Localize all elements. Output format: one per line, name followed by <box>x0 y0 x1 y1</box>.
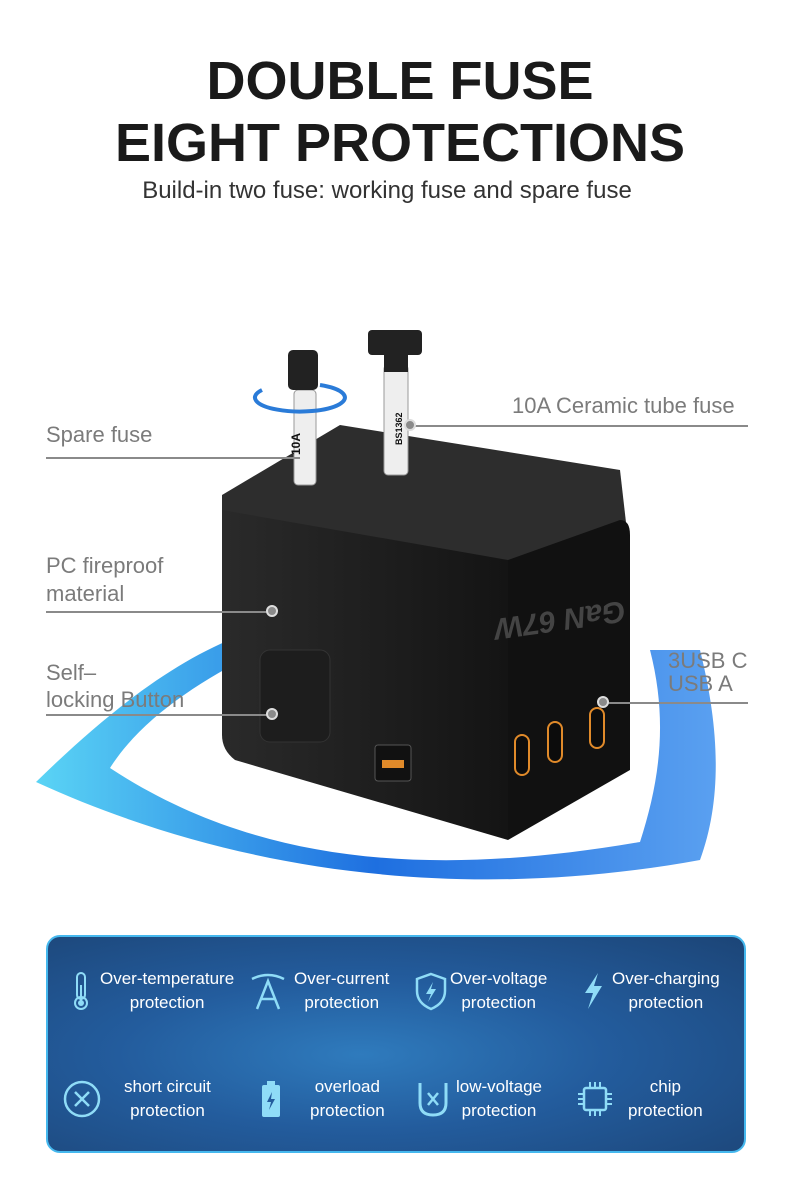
callout-line <box>410 425 748 427</box>
callout-self-line2: locking Button <box>46 687 185 712</box>
callout-usb-line1: 3USB C <box>668 648 748 673</box>
callout-ceramic-fuse: 10A Ceramic tube fuse <box>512 393 735 418</box>
callout-line <box>46 611 275 613</box>
callout-dot <box>404 419 416 431</box>
callout-spare-fuse: Spare fuse <box>46 422 153 447</box>
rotate-arrow-icon <box>252 383 347 414</box>
adapter-side <box>508 520 630 840</box>
shield-ribbon <box>36 628 716 880</box>
subtitle: Build-in two fuse: working fuse and spar… <box>142 177 632 204</box>
lightning-icon <box>585 973 602 1009</box>
product-illustration: GaN 67W 10A BS1362 <box>36 330 716 880</box>
callout-self-line1: Self– <box>46 660 97 685</box>
u-x-icon <box>418 1083 448 1117</box>
shield-bolt-icon <box>415 972 447 1011</box>
callout-pc-line1: PC fireproof <box>46 553 164 578</box>
chip-icon <box>578 1082 612 1116</box>
callout-dot <box>597 696 609 708</box>
callout-dot <box>266 605 278 617</box>
circle-x-icon <box>63 1080 101 1118</box>
lock-button <box>259 649 331 743</box>
callout-line <box>603 702 748 704</box>
svg-text:10A: 10A <box>289 433 303 455</box>
ampere-icon <box>251 973 285 1010</box>
callout-usb-line2: USB A <box>668 671 733 696</box>
svg-text:BS1362: BS1362 <box>394 412 404 445</box>
title-line-1: DOUBLE FUSE <box>206 51 594 111</box>
callout-line <box>46 714 275 716</box>
callout-line <box>46 457 300 459</box>
battery-icon <box>262 1081 280 1117</box>
callout-pc-line2: material <box>46 581 125 606</box>
title-line-2: EIGHT PROTECTIONS <box>114 113 686 173</box>
callout-dot <box>266 708 278 720</box>
adapter-front <box>222 510 508 840</box>
usb-c-ports <box>514 707 605 776</box>
thermometer-icon <box>74 972 88 1010</box>
